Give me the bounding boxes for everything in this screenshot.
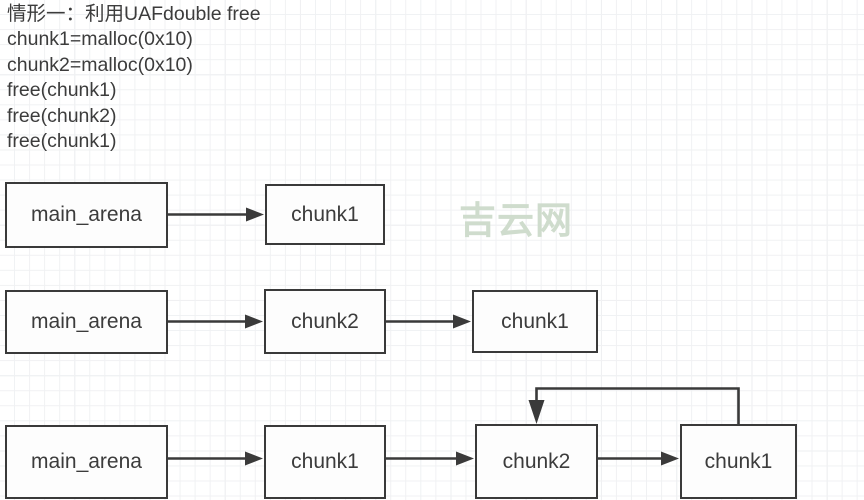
node-row2-chunk2[interactable]: chunk2 xyxy=(264,289,386,354)
node-label: main_arena xyxy=(31,310,142,333)
node-row1-main-arena[interactable]: main_arena xyxy=(5,182,168,248)
node-row1-chunk1[interactable]: chunk1 xyxy=(265,184,385,245)
node-label: chunk1 xyxy=(291,450,359,473)
arrow-row3-chunk2-to-chunk1 xyxy=(598,451,679,466)
node-label: main_arena xyxy=(31,203,142,226)
code-line-title: 情形一：利用UAFdouble free xyxy=(7,3,261,25)
node-row2-main-arena[interactable]: main_arena xyxy=(5,290,168,354)
code-block: 情形一：利用UAFdouble free chunk1=malloc(0x10)… xyxy=(7,2,507,154)
code-line-3: free(chunk1) xyxy=(7,79,117,102)
watermark-text: 吉云网 xyxy=(459,199,573,242)
arrow-row3-arena-to-chunk1 xyxy=(168,451,263,466)
node-label: chunk1 xyxy=(291,202,359,226)
node-label: chunk1 xyxy=(704,449,773,473)
arrow-row2-arena-to-chunk2 xyxy=(168,314,263,329)
node-row3-chunk2[interactable]: chunk2 xyxy=(475,424,598,499)
arrow-row2-chunk2-to-chunk1 xyxy=(386,314,471,329)
arrow-row3-chunk1-to-chunk2 xyxy=(386,451,474,466)
node-label: chunk1 xyxy=(501,309,569,333)
node-row3-chunk1-first[interactable]: chunk1 xyxy=(264,425,386,499)
node-label: chunk2 xyxy=(502,449,571,473)
node-label: main_arena xyxy=(31,450,142,473)
arrow-row1-arena-to-chunk1 xyxy=(168,207,264,222)
node-row2-chunk1[interactable]: chunk1 xyxy=(472,290,598,353)
arrow-row3-loop-chunk1-to-chunk2 xyxy=(528,387,740,424)
code-line-4: free(chunk2) xyxy=(7,104,117,127)
node-label: chunk2 xyxy=(291,309,359,333)
code-line-1: chunk1=malloc(0x10) xyxy=(7,28,193,51)
code-line-5: free(chunk1) xyxy=(7,130,117,153)
node-row3-chunk1-second[interactable]: chunk1 xyxy=(680,424,797,499)
code-line-2: chunk2=malloc(0x10) xyxy=(7,53,193,76)
node-row3-main-arena[interactable]: main_arena xyxy=(5,425,168,499)
